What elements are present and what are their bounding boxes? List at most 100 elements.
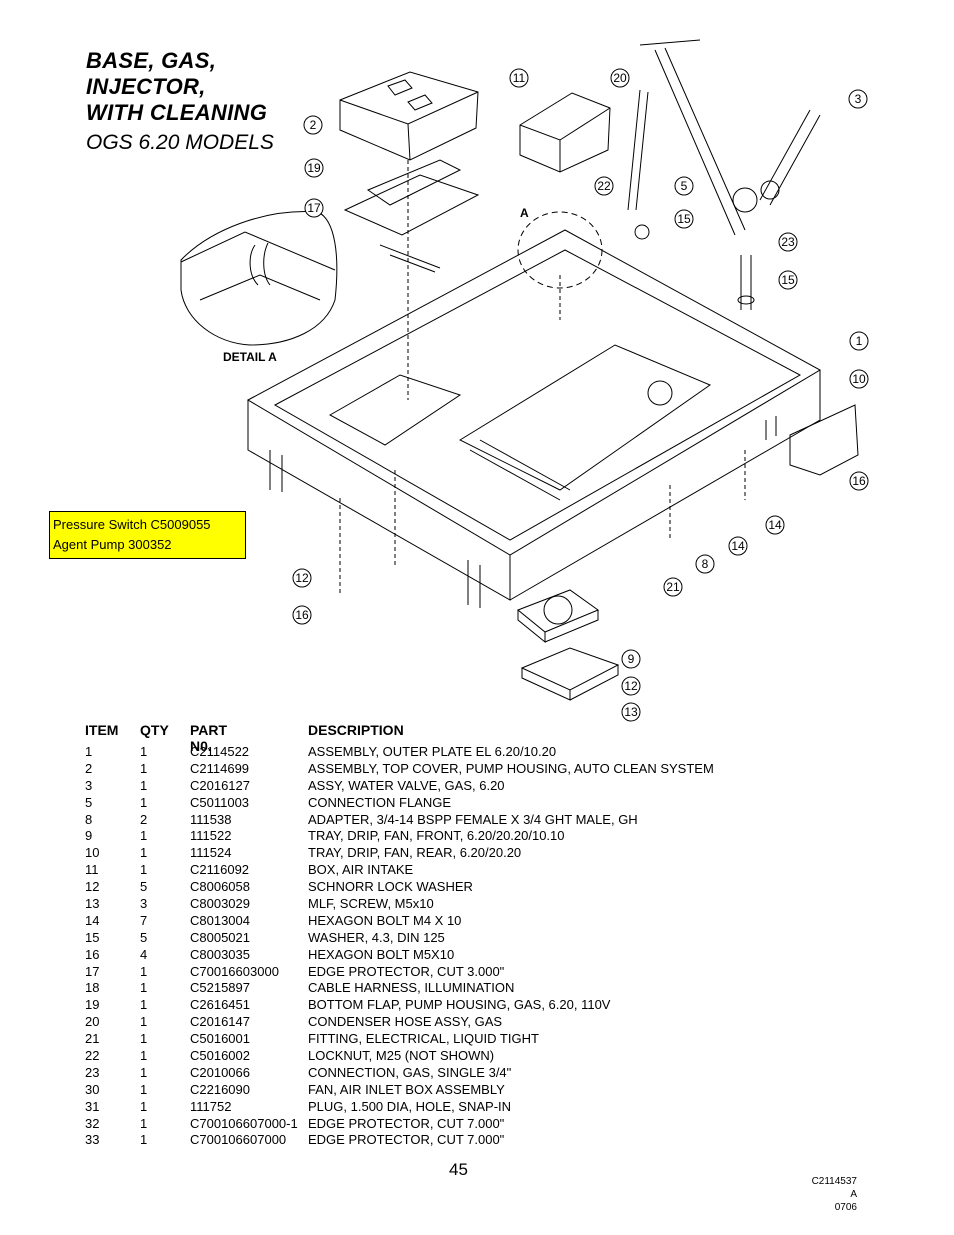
document-number: C2114537 A 0706 bbox=[805, 1175, 857, 1214]
cell-description: EDGE PROTECTOR, CUT 7.000" bbox=[308, 1115, 505, 1131]
water-valve-drawing bbox=[639, 39, 821, 236]
svg-text:22: 22 bbox=[597, 179, 611, 193]
callout-pressure-switch: Pressure Switch C5009055 bbox=[53, 517, 211, 532]
cell-item: 20 bbox=[85, 1014, 100, 1030]
cell-description: WASHER, 4.3, DIN 125 bbox=[308, 929, 445, 945]
cell-item: 23 bbox=[85, 1064, 100, 1080]
cell-part: 111538 bbox=[190, 811, 232, 827]
cell-description: FAN, AIR INLET BOX ASSEMBLY bbox=[308, 1081, 505, 1097]
svg-text:14: 14 bbox=[731, 539, 745, 553]
cell-part: 111752 bbox=[190, 1098, 232, 1114]
cell-part: C2616451 bbox=[190, 997, 250, 1013]
svg-text:20: 20 bbox=[613, 71, 627, 85]
cell-description: EDGE PROTECTOR, CUT 3.000" bbox=[308, 963, 505, 979]
cell-item: 16 bbox=[85, 946, 100, 962]
svg-text:10: 10 bbox=[852, 372, 866, 386]
balloon-5: 5 bbox=[674, 176, 694, 196]
cell-part: C2114699 bbox=[190, 760, 250, 776]
cell-description: ASSY, WATER VALVE, GAS, 6.20 bbox=[308, 777, 505, 793]
page-title: BASE, GAS, INJECTOR, WITH CLEANING bbox=[86, 48, 267, 126]
cell-part: C700106607000-1 bbox=[190, 1115, 298, 1131]
cell-item: 33 bbox=[85, 1132, 100, 1148]
cell-description: HEXAGON BOLT M5X10 bbox=[308, 946, 455, 962]
cell-qty: 1 bbox=[140, 1064, 148, 1080]
cell-qty: 1 bbox=[140, 794, 148, 810]
doc-date: 0706 bbox=[834, 1202, 857, 1213]
doc-id: C2114537 A bbox=[811, 1176, 857, 1200]
balloon-19: 19 bbox=[304, 158, 324, 178]
cell-part: C2116092 bbox=[190, 862, 250, 878]
cell-description: ASSEMBLY, TOP COVER, PUMP HOUSING, AUTO … bbox=[308, 760, 714, 776]
cell-part: 111524 bbox=[190, 845, 232, 861]
exploded-parts-diagram: DETAIL A A 11 20 3 2 19 22 5 17 15 23 15… bbox=[180, 39, 869, 722]
callout-agent-pump: Agent Pump 300352 bbox=[53, 537, 172, 552]
cell-qty: 1 bbox=[140, 845, 148, 861]
cell-item: 30 bbox=[85, 1081, 100, 1097]
balloon-15b: 15 bbox=[778, 270, 798, 290]
cell-description: SCHNORR LOCK WASHER bbox=[308, 879, 473, 895]
assembly-lines bbox=[339, 160, 746, 595]
balloon-12b: 12 bbox=[621, 676, 641, 696]
cell-description: BOX, AIR INTAKE bbox=[308, 862, 414, 878]
cell-qty: 1 bbox=[140, 1014, 148, 1030]
cell-item: 14 bbox=[85, 912, 100, 928]
cell-part: C8003035 bbox=[190, 946, 250, 962]
cell-item: 31 bbox=[85, 1098, 100, 1114]
svg-text:21: 21 bbox=[666, 580, 680, 594]
cell-description: FITTING, ELECTRICAL, LIQUID TIGHT bbox=[308, 1031, 539, 1047]
balloon-3: 3 bbox=[848, 89, 868, 109]
balloon-12: 12 bbox=[292, 568, 312, 588]
cell-part: C2216090 bbox=[190, 1081, 250, 1097]
balloon-16: 16 bbox=[849, 471, 869, 491]
cell-description: CONDENSER HOSE ASSY, GAS bbox=[308, 1014, 503, 1030]
svg-text:16: 16 bbox=[852, 474, 866, 488]
cell-item: 22 bbox=[85, 1048, 100, 1064]
cell-qty: 4 bbox=[140, 946, 148, 962]
cell-part: C2016127 bbox=[190, 777, 250, 793]
balloon-17: 17 bbox=[304, 198, 324, 218]
balloon-9: 9 bbox=[621, 649, 641, 669]
cell-item: 11 bbox=[85, 862, 99, 878]
page-number: 45 bbox=[449, 1160, 468, 1179]
cell-part: C8013004 bbox=[190, 912, 250, 928]
cell-description: MLF, SCREW, M5x10 bbox=[308, 896, 434, 912]
balloon-11: 11 bbox=[509, 68, 529, 88]
cell-item: 32 bbox=[85, 1115, 100, 1131]
cell-qty: 1 bbox=[140, 980, 148, 996]
top-cover-drawing bbox=[339, 71, 479, 161]
cell-description: TRAY, DRIP, FAN, FRONT, 6.20/20.20/10.10 bbox=[308, 828, 565, 844]
cell-qty: 1 bbox=[140, 744, 148, 759]
cell-item: 1 bbox=[85, 744, 93, 759]
svg-text:14: 14 bbox=[768, 518, 782, 532]
cell-qty: 1 bbox=[140, 1031, 148, 1047]
cell-part: C5016001 bbox=[190, 1031, 250, 1047]
gas-connection-drawing bbox=[737, 255, 755, 310]
cell-description: PLUG, 1.500 DIA, HOLE, SNAP-IN bbox=[308, 1098, 512, 1114]
svg-text:13: 13 bbox=[624, 705, 638, 719]
cell-description: CABLE HARNESS, ILLUMINATION bbox=[308, 980, 515, 996]
title-line-3: WITH CLEANING bbox=[86, 100, 268, 125]
condenser-hose-drawing bbox=[627, 89, 650, 240]
balloon-2: 2 bbox=[303, 115, 323, 135]
balloon-8: 8 bbox=[695, 554, 715, 574]
cell-part: 111522 bbox=[190, 828, 232, 844]
svg-text:3: 3 bbox=[855, 92, 862, 106]
cell-item: 13 bbox=[85, 896, 100, 912]
balloon-23: 23 bbox=[778, 232, 798, 252]
rear-drip-tray-drawing bbox=[789, 404, 859, 476]
cell-qty: 1 bbox=[140, 997, 148, 1013]
cell-item: 8 bbox=[85, 811, 93, 827]
cell-description: CONNECTION, GAS, SINGLE 3/4" bbox=[308, 1064, 512, 1080]
cell-qty: 1 bbox=[140, 1081, 148, 1097]
item-balloons: 11 20 3 2 19 22 5 17 15 23 15 1 10 16 14… bbox=[292, 68, 869, 722]
balloon-14: 14 bbox=[765, 515, 785, 535]
svg-text:19: 19 bbox=[307, 161, 321, 175]
balloon-21: 21 bbox=[663, 577, 683, 597]
balloon-10: 10 bbox=[849, 369, 869, 389]
cell-part: C2016147 bbox=[190, 1014, 250, 1030]
cell-part: C5016002 bbox=[190, 1048, 250, 1064]
detail-a-drawing bbox=[180, 211, 338, 346]
cell-qty: 7 bbox=[140, 912, 148, 928]
cell-qty: 1 bbox=[140, 1132, 148, 1148]
cell-item: 15 bbox=[85, 929, 100, 945]
